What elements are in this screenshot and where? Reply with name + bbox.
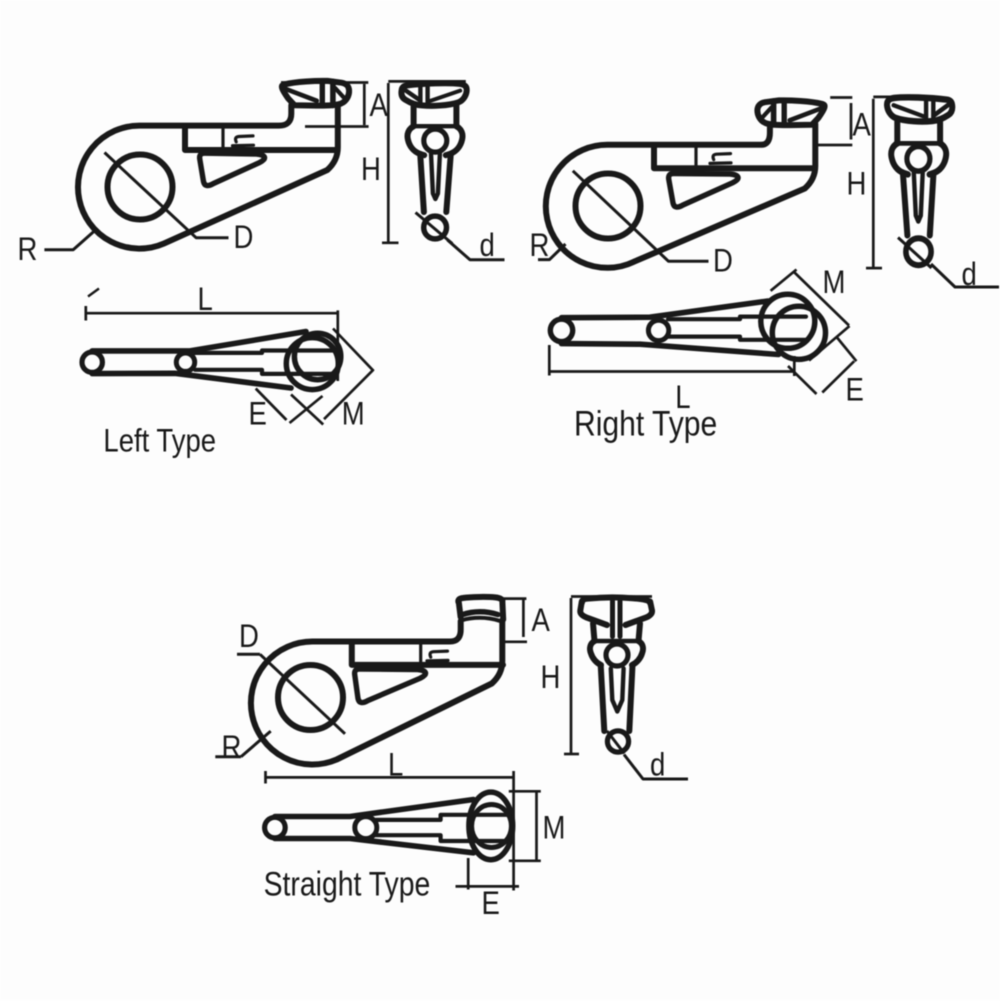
svg-text:L: L — [675, 380, 690, 415]
svg-text:M: M — [342, 397, 365, 432]
svg-text:M: M — [823, 265, 846, 300]
svg-text:d: d — [480, 228, 495, 263]
svg-text:R: R — [530, 228, 550, 263]
svg-text:E: E — [846, 373, 864, 408]
svg-text:Left Type: Left Type — [103, 424, 216, 459]
svg-text:D: D — [713, 244, 733, 279]
svg-text:Right Type: Right Type — [574, 403, 717, 443]
svg-text:L: L — [388, 748, 403, 783]
svg-text:M: M — [543, 811, 566, 846]
svg-text:D: D — [239, 619, 259, 654]
svg-text:D: D — [234, 220, 254, 255]
svg-text:Straight Type: Straight Type — [264, 865, 431, 903]
svg-text:A: A — [853, 108, 871, 143]
svg-text:H: H — [541, 660, 561, 695]
svg-text:R: R — [18, 232, 38, 267]
svg-text:A: A — [532, 603, 550, 638]
svg-text:R: R — [222, 730, 242, 765]
svg-text:H: H — [847, 167, 867, 202]
svg-text:d: d — [962, 257, 977, 292]
svg-text:E: E — [249, 397, 267, 432]
svg-text:E: E — [482, 886, 500, 921]
svg-text:H: H — [361, 152, 381, 187]
svg-text:d: d — [650, 748, 665, 783]
svg-text:L: L — [198, 282, 213, 317]
svg-text:A: A — [370, 88, 388, 123]
